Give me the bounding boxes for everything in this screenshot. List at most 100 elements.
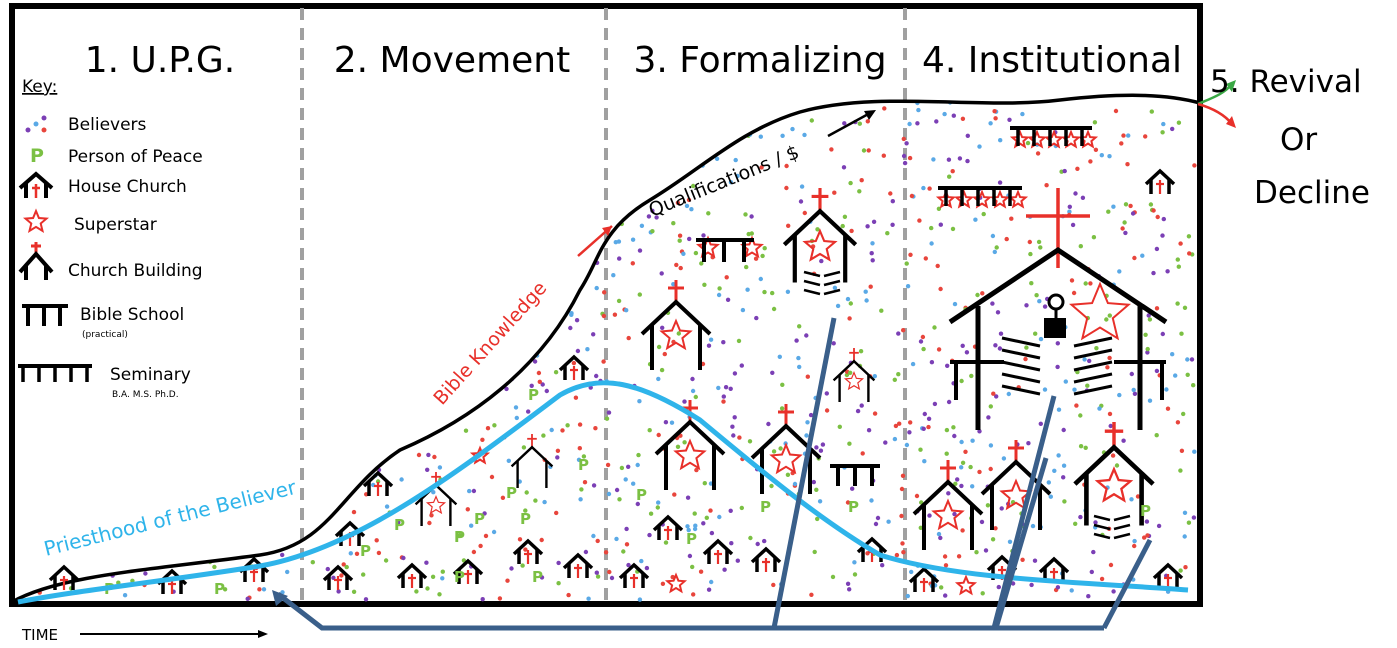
- believer-dot: [716, 385, 721, 391]
- believer-dot: [410, 337, 415, 342]
- believer-dot: [624, 308, 629, 313]
- star-icon: [469, 445, 491, 465]
- believer-dot: [701, 521, 706, 526]
- believer-dot: [570, 274, 575, 279]
- believer-dot: [998, 138, 1003, 143]
- believer-dot: [1069, 588, 1074, 593]
- believer-dot: [1091, 235, 1097, 240]
- believer-dot: [1170, 352, 1175, 357]
- believer-dot: [503, 128, 509, 134]
- believer-dot: [1142, 535, 1147, 540]
- believer-dot: [953, 481, 958, 486]
- believer-dot: [886, 519, 891, 524]
- believer-dot: [952, 301, 958, 307]
- believer-dot: [1175, 420, 1181, 425]
- believer-dot: [577, 446, 582, 451]
- believer-dot: [637, 248, 643, 253]
- believer-dot: [261, 587, 267, 592]
- believer-dot: [1178, 568, 1183, 573]
- believer-dot: [1161, 121, 1166, 127]
- believer-dot: [819, 258, 824, 264]
- believer-dot: [631, 108, 636, 114]
- person-of-peace-icon: P: [848, 498, 859, 516]
- believer-dot: [1035, 151, 1041, 156]
- believer-dot: [656, 344, 662, 350]
- believer-dot: [690, 388, 696, 394]
- believer-dot: [568, 325, 573, 331]
- believer-dot: [544, 388, 549, 394]
- believer-dot: [1055, 585, 1061, 590]
- believer-dot: [943, 563, 949, 568]
- church-buildings: [414, 188, 1155, 550]
- legend-sublabel-bible-school: (practical): [82, 330, 128, 340]
- believer-dot: [1126, 133, 1131, 138]
- believer-dot: [313, 486, 318, 491]
- believer-dot: [995, 310, 1001, 315]
- time-axis-label: TIME: [21, 626, 58, 644]
- believer-dot: [433, 360, 438, 365]
- believer-dot: [474, 95, 479, 96]
- believer-dot: [1144, 519, 1150, 524]
- believer-dot: [579, 487, 584, 492]
- believer-dot: [1117, 88, 1121, 92]
- believer-dot: [539, 537, 544, 543]
- believer-dot: [482, 511, 487, 516]
- believer-dot: [830, 574, 836, 580]
- believer-dot: [929, 241, 934, 246]
- believer-dot: [397, 402, 402, 407]
- believer-dot: [1143, 134, 1148, 139]
- believer-dot: [1155, 214, 1160, 220]
- believer-dot: [1063, 379, 1069, 384]
- believer-dot: [612, 312, 618, 317]
- believer-dot: [849, 228, 854, 234]
- believer-dot: [1113, 108, 1119, 114]
- believer-dot: [1151, 270, 1156, 276]
- believer-dot: [885, 231, 890, 236]
- believer-dot: [537, 379, 542, 384]
- believer-dot: [520, 563, 525, 568]
- believer-dot: [1154, 433, 1159, 438]
- believer-dot: [350, 257, 356, 262]
- house-church-icon: [18, 171, 54, 198]
- believer-dot: [314, 264, 319, 270]
- believer-dot: [229, 518, 235, 523]
- believer-dot: [805, 374, 810, 379]
- believer-dot: [346, 319, 351, 325]
- believer-dot: [1072, 387, 1077, 392]
- believer-dot: [587, 215, 592, 220]
- person-of-peace-icon: P: [528, 386, 539, 404]
- believer-dot: [687, 553, 693, 559]
- believer-dot: [985, 503, 991, 508]
- believer-dot: [848, 180, 853, 186]
- believer-dot: [881, 153, 886, 158]
- believer-dot: [426, 97, 432, 102]
- believer-dot: [758, 134, 763, 139]
- house-church-icon: [362, 470, 394, 496]
- believer-dot: [418, 285, 424, 291]
- believer-dot: [524, 490, 529, 495]
- believer-dot: [363, 259, 368, 265]
- believer-dot: [492, 423, 497, 428]
- believer-dot: [663, 540, 669, 545]
- star-icon: [1009, 129, 1031, 149]
- believer-dot: [366, 313, 372, 318]
- believer-dot: [1089, 569, 1095, 575]
- believer-dot: [351, 88, 355, 92]
- believer-dot: [637, 399, 642, 404]
- believer-dot: [865, 224, 870, 229]
- believer-dot: [561, 167, 566, 173]
- believer-dot: [737, 125, 742, 130]
- believer-dot: [475, 275, 480, 280]
- outcome-number: 5.: [1210, 64, 1240, 100]
- believer-dot: [716, 292, 722, 298]
- return-arrow-head: [272, 590, 288, 606]
- believer-dot: [994, 394, 999, 399]
- believer-dot: [317, 99, 323, 105]
- believer-dot: [1154, 368, 1160, 374]
- believer-dot: [655, 505, 660, 510]
- house-church-icon: [562, 552, 594, 578]
- believer-dot: [424, 560, 429, 565]
- believer-dot: [950, 169, 955, 174]
- believer-dot: [792, 481, 798, 487]
- believer-dot: [642, 151, 647, 156]
